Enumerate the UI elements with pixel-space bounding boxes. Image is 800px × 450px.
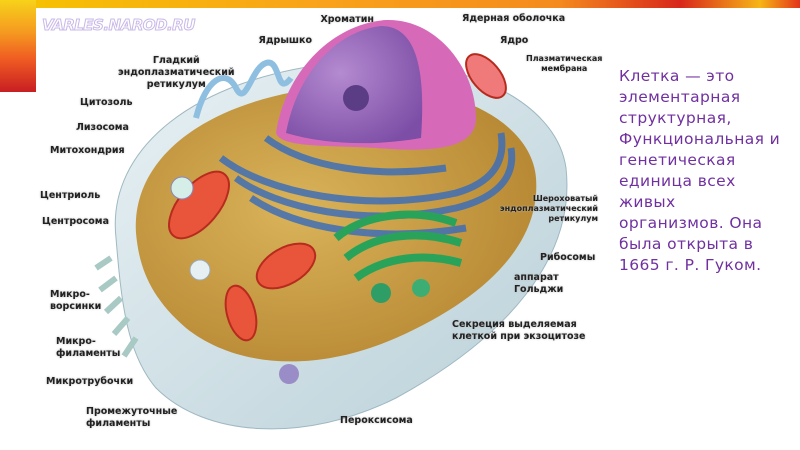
label-centriole: Центриоль — [40, 190, 101, 201]
label-line: эндоплазматический — [118, 67, 235, 78]
smooth-er-shape — [193, 59, 294, 119]
label-microfilaments: Микро- филаменты — [56, 336, 120, 360]
peroxisome-shape — [279, 364, 299, 384]
nucleus-shape — [276, 19, 476, 150]
watermark-logo: VARLES.NAROD.RU — [42, 16, 196, 35]
cell-definition-text: Клетка — это элементарная структурная, Ф… — [619, 66, 794, 276]
label-plasma-membrane: Плазматическая мембрана — [526, 54, 602, 74]
text-line: организмов. Она — [619, 214, 763, 232]
text-line: 1665 г. Р. Гуком. — [619, 256, 762, 274]
label-line: Секреция выделяемая — [452, 319, 577, 330]
label-line: Плазматическая — [526, 54, 603, 63]
label-line: мембрана — [541, 64, 588, 73]
label-line: филаменты — [86, 418, 151, 429]
text-line: Клетка — это — [619, 67, 735, 85]
text-line: структурная, — [619, 109, 732, 127]
label-lysosome: Лизосома — [76, 122, 129, 133]
label-golgi: аппарат Гольджи — [514, 272, 563, 296]
cell-diagram: VARLES.NAROD.RU Хроматин Ядрышко Ядерная… — [36, 8, 602, 448]
label-mitochondrion: Митохондрия — [50, 145, 125, 156]
microvilli-shapes — [94, 255, 139, 358]
label-line: ретикулум — [548, 214, 598, 223]
left-decorative-bar — [0, 0, 36, 92]
label-line: Микро- — [56, 336, 96, 347]
label-microvilli: Микро- ворсинки — [50, 289, 101, 313]
label-intermediate-filaments: Промежуточные филаменты — [86, 406, 177, 430]
label-smooth-er: Гладкий эндоплазматический ретикулум — [118, 55, 235, 91]
text-line: генетическая — [619, 151, 736, 169]
top-decorative-banner — [0, 0, 800, 8]
nucleolus-shape — [343, 85, 369, 111]
label-peroxisome: Пероксисома — [340, 415, 413, 426]
label-line: аппарат — [514, 272, 559, 283]
label-chromatin: Хроматин — [320, 14, 374, 25]
label-cytosol: Цитозоль — [80, 97, 133, 108]
label-line: ворсинки — [50, 301, 102, 312]
label-line: Гольджи — [514, 284, 564, 295]
lysosome-shape — [170, 176, 194, 200]
label-line: ретикулум — [146, 79, 206, 90]
label-line: Микро- — [50, 289, 90, 300]
label-nucleus: Ядро — [500, 35, 529, 46]
label-line: эндоплазматический — [499, 204, 598, 213]
text-line: живых — [619, 193, 676, 211]
text-line: была открыта в — [619, 235, 754, 253]
label-secretion: Секреция выделяемая клеткой при экзоцито… — [452, 319, 585, 343]
label-line: клеткой при экзоцитозе — [452, 331, 586, 342]
label-rough-er: Шероховатый эндоплазматический ретикулум — [500, 194, 598, 224]
label-line: Промежуточные — [86, 406, 178, 417]
text-line: Функциональная и — [619, 130, 781, 148]
cell-illustration — [94, 19, 568, 430]
label-nucleolus: Ядрышко — [258, 35, 312, 46]
label-ribosomes: Рибосомы — [540, 252, 596, 263]
golgi-shape — [333, 210, 463, 303]
label-line: Шероховатый — [532, 194, 598, 203]
label-line: Гладкий — [152, 55, 200, 66]
label-centrosome: Центросома — [42, 216, 109, 227]
label-microtubules: Микротрубочки — [46, 376, 134, 387]
text-line: элементарная — [619, 88, 741, 106]
text-line: единица всех — [619, 172, 736, 190]
label-line: филаменты — [56, 348, 121, 359]
vesicle-shape — [189, 259, 211, 281]
mitochondria-shapes — [168, 53, 507, 342]
label-nuclear-envelope: Ядерная оболочка — [462, 13, 566, 24]
